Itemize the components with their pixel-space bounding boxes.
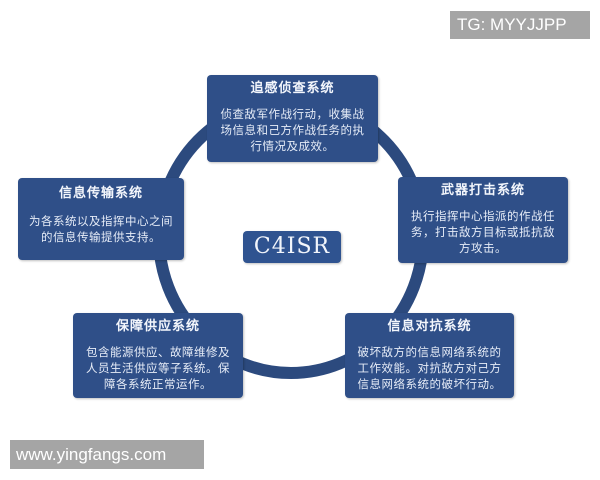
node-information-transmission-system: 信息传输系统 为各系统以及指挥中心之间 的信息传输提供支持。 [18,178,184,260]
center-label-c4isr: C4ISR [243,231,341,263]
node-description-line: 执行指挥中心指派的作战任 [411,209,555,223]
node-description-line: 侦查敌军作战行动，收集战 [220,107,365,121]
node-description-line: 场信息和己方作战任务的执 [220,123,365,137]
watermark-website-text: www.yingfangs.com [16,445,167,464]
node-description-line: 障各系统正常运作。 [104,377,212,391]
center-label-text: C4ISR [253,234,331,259]
node-description-line: 为各系统以及指挥中心之间 [29,214,173,228]
node-description: 破坏敌方的信息网络系统的 工作效能。对抗敌方对己方 信息网络系统的破坏行动。 [351,344,508,392]
node-reconnaissance-system: 追感侦查系统 侦查敌军作战行动，收集战 场信息和己方作战任务的执 行情况及成效。 [207,75,378,162]
node-information-countermeasure-system: 信息对抗系统 破坏敌方的信息网络系统的 工作效能。对抗敌方对己方 信息网络系统的… [345,313,514,398]
node-description-line: 方攻击。 [459,241,507,255]
node-description: 侦查敌军作战行动，收集战 场信息和己方作战任务的执 行情况及成效。 [213,106,372,154]
node-title: 追感侦查系统 [250,81,335,96]
node-description-line: 包含能源供应、故障维修及 [86,345,230,359]
node-description-line: 的信息传输提供支持。 [41,230,161,244]
node-description-line: 人员生活供应等子系统。保 [86,361,230,375]
watermark-telegram-text: TG: MYYJJPP [457,15,567,34]
watermark-website: www.yingfangs.com [10,440,204,469]
node-description-line: 工作效能。对抗敌方对己方 [357,361,502,375]
node-description-line: 务，打击敌方目标或抵抗敌 [411,225,555,239]
node-description: 执行指挥中心指派的作战任 务，打击敌方目标或抵抗敌 方攻击。 [404,208,562,256]
node-description: 为各系统以及指挥中心之间 的信息传输提供支持。 [24,213,178,245]
node-title: 保障供应系统 [115,319,200,334]
node-title: 武器打击系统 [440,183,525,198]
node-description-line: 破坏敌方的信息网络系统的 [357,345,502,359]
node-logistics-supply-system: 保障供应系统 包含能源供应、故障维修及 人员生活供应等子系统。保 障各系统正常运… [73,313,243,398]
node-description-line: 信息网络系统的破坏行动。 [357,377,502,391]
node-title: 信息传输系统 [58,186,143,201]
node-title: 信息对抗系统 [387,319,472,334]
node-weapon-strike-system: 武器打击系统 执行指挥中心指派的作战任 务，打击敌方目标或抵抗敌 方攻击。 [398,177,568,263]
watermark-telegram: TG: MYYJJPP [450,11,590,39]
node-description-line: 行情况及成效。 [250,139,335,153]
node-description: 包含能源供应、故障维修及 人员生活供应等子系统。保 障各系统正常运作。 [79,344,237,392]
